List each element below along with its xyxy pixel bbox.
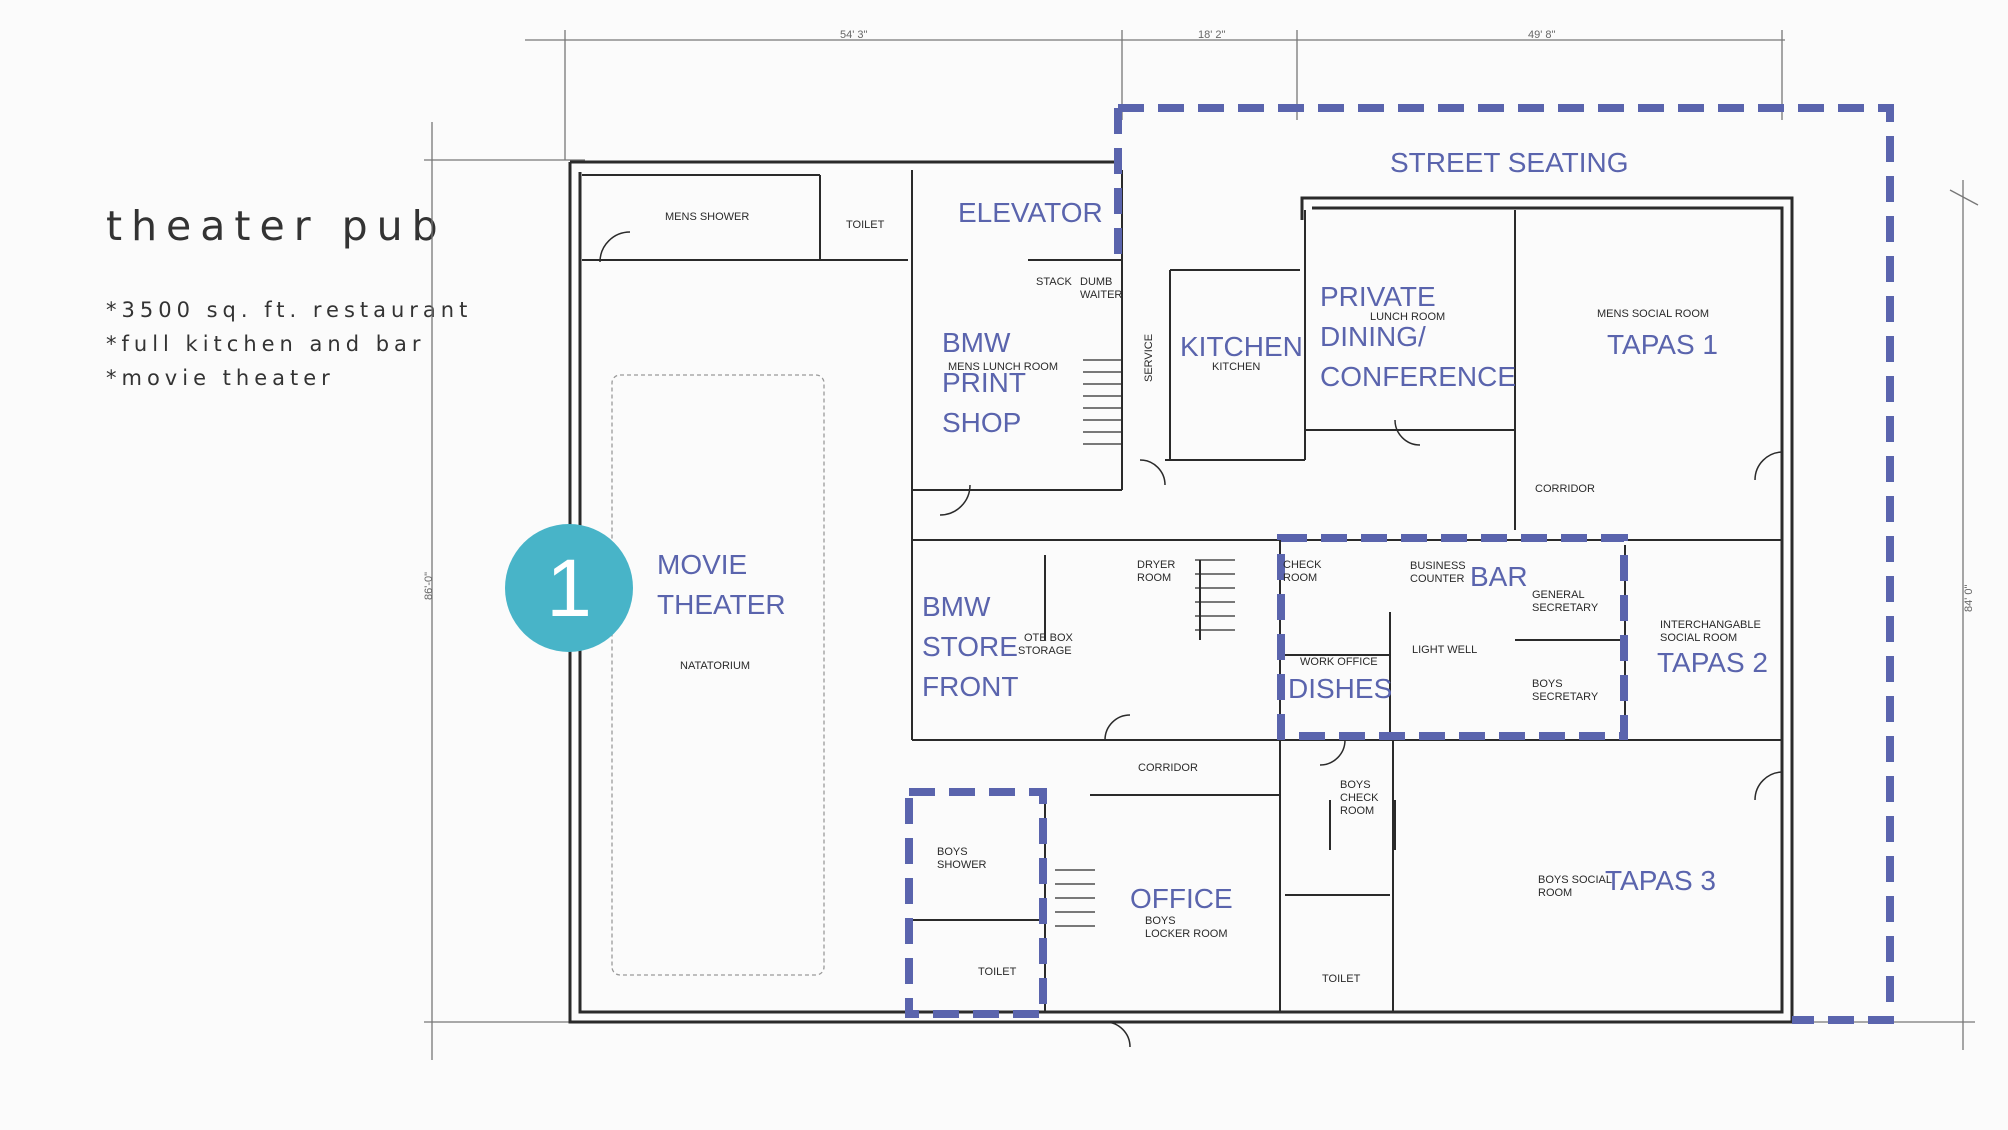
interior-walls (582, 170, 1782, 1012)
note-toilet-top: TOILET (846, 219, 885, 231)
note-boys-secretary-1: BOYS (1532, 678, 1563, 690)
label-street-seating: STREET SEATING (1390, 147, 1629, 178)
highlight-outlines (905, 104, 1894, 1024)
label-private-dining-3: CONFERENCE (1320, 361, 1516, 392)
note-light-well: LIGHT WELL (1412, 644, 1477, 656)
street-seating-outline (1118, 104, 1894, 1024)
dimension-top-right: 49' 8" (1528, 29, 1556, 41)
note-dryer-room-1: DRYER (1137, 559, 1175, 571)
feature-restaurant-size: *3500 sq. ft. restaurant (106, 298, 473, 322)
label-bmw-store-front-1: BMW (922, 591, 991, 622)
label-tapas-1: TAPAS 1 (1607, 329, 1718, 360)
note-boys-locker-2: LOCKER ROOM (1145, 928, 1228, 940)
marker-badge: 1 (505, 524, 633, 652)
label-bmw-store-front-2: STORE (922, 631, 1018, 662)
note-boys-check-1: BOYS (1340, 779, 1371, 791)
note-mens-social-room: MENS SOCIAL ROOM (1597, 308, 1709, 320)
note-box-storage-1: OTE BOX (1024, 632, 1074, 644)
page-title: theater pub (106, 202, 447, 250)
bar-outline (1277, 534, 1628, 740)
note-boys-shower-2: SHOWER (937, 859, 987, 871)
note-dumb-waiter-1: DUMB (1080, 276, 1112, 288)
note-general-secretary-2: SECRETARY (1532, 602, 1599, 614)
note-toilet-bottom-left: TOILET (978, 966, 1017, 978)
note-boys-secretary-2: SECRETARY (1532, 691, 1599, 703)
label-bmw-print-shop-2: PRINT (942, 367, 1026, 398)
marker-number: 1 (546, 543, 592, 634)
label-movie-theater-2: THEATER (657, 589, 786, 620)
restroom-outline (905, 788, 1047, 1018)
note-boys-check-3: ROOM (1340, 805, 1374, 817)
dimension-lines (424, 30, 1979, 1060)
label-bar: BAR (1470, 561, 1528, 592)
label-bmw-print-shop-1: BMW (942, 327, 1011, 358)
note-lunch-room: LUNCH ROOM (1370, 311, 1445, 323)
pool-outline (611, 374, 825, 976)
note-corridor-mid: CORRIDOR (1138, 762, 1198, 774)
label-bmw-store-front-3: FRONT (922, 671, 1018, 702)
label-office: OFFICE (1130, 883, 1233, 914)
note-boys-check-2: CHECK (1340, 792, 1379, 804)
note-interchangeable-1: INTERCHANGABLE (1660, 619, 1761, 631)
note-kitchen: KITCHEN (1212, 361, 1260, 373)
exterior-walls (568, 160, 1794, 1024)
note-boys-social-1: BOYS SOCIAL (1538, 874, 1612, 886)
note-interchangeable-2: SOCIAL ROOM (1660, 632, 1737, 644)
note-general-secretary-1: GENERAL (1532, 589, 1585, 601)
note-service: SERVICE (1143, 334, 1155, 382)
label-private-dining-1: PRIVATE (1320, 281, 1436, 312)
feature-kitchen-bar: *full kitchen and bar (106, 332, 426, 356)
dimension-top-mid: 18' 2" (1198, 29, 1226, 41)
label-elevator: ELEVATOR (958, 197, 1103, 228)
marker-circle (505, 524, 633, 652)
stairs (1055, 359, 1235, 927)
note-business-counter-1: BUSINESS (1410, 560, 1466, 572)
note-check-room-1: CHECK (1283, 559, 1322, 571)
note-stack: STACK (1036, 276, 1073, 288)
note-business-counter-2: COUNTER (1410, 573, 1464, 585)
note-dryer-room-2: ROOM (1137, 572, 1171, 584)
dimension-right: 84' 0" (1963, 584, 1975, 612)
label-kitchen: KITCHEN (1180, 331, 1303, 362)
note-boys-locker-1: BOYS (1145, 915, 1176, 927)
dimension-left: 86'-0" (423, 572, 435, 600)
label-tapas-3: TAPAS 3 (1605, 865, 1716, 896)
note-mens-shower: MENS SHOWER (665, 211, 749, 223)
note-box-storage-2: STORAGE (1018, 645, 1072, 657)
label-movie-theater-1: MOVIE (657, 549, 747, 580)
label-dishes: DISHES (1288, 673, 1392, 704)
note-boys-social-2: ROOM (1538, 887, 1572, 899)
note-boys-shower-1: BOYS (937, 846, 968, 858)
note-check-room-2: ROOM (1283, 572, 1317, 584)
note-natatorium: NATATORIUM (680, 660, 750, 672)
note-toilet-bottom-right: TOILET (1322, 973, 1361, 985)
note-dumb-waiter-2: WAITER (1080, 289, 1122, 301)
label-private-dining-2: DINING/ (1320, 321, 1426, 352)
label-bmw-print-shop-3: SHOP (942, 407, 1021, 438)
note-mens-lunch-room: MENS LUNCH ROOM (948, 361, 1058, 373)
dimension-top-left: 54' 3" (840, 29, 868, 41)
note-corridor-right: CORRIDOR (1535, 483, 1595, 495)
feature-movie-theater: *movie theater (106, 366, 335, 390)
note-work-office: WORK OFFICE (1300, 656, 1378, 668)
door-swings (599, 231, 1784, 1048)
label-tapas-2: TAPAS 2 (1657, 647, 1768, 678)
